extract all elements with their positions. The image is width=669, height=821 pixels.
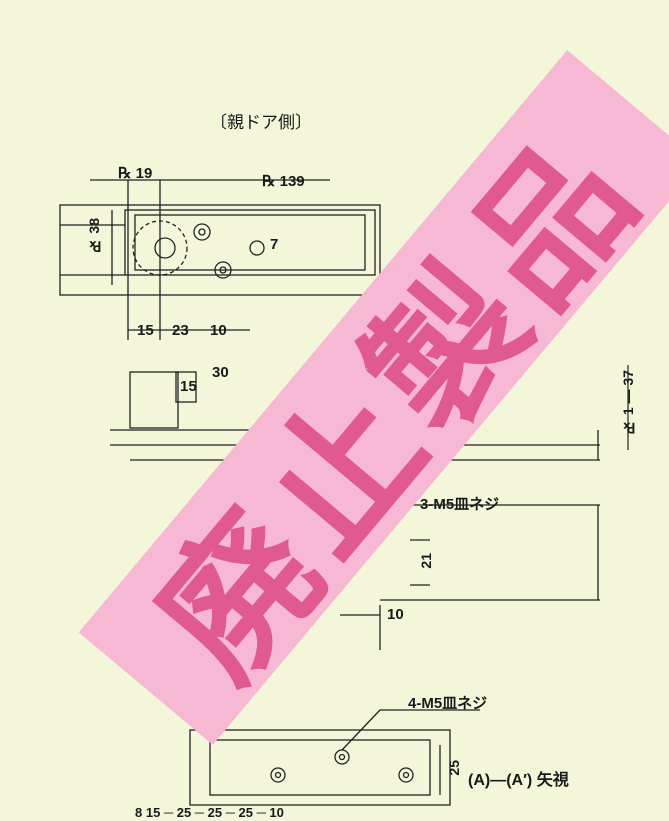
dim-p1-37: ℞ 1 — 37 (620, 370, 636, 436)
screw-label-4: 4-M5皿ネジ (408, 695, 488, 712)
dim-p38: ℞ 38 (86, 218, 102, 254)
dim-15: 15 (137, 322, 154, 339)
dim-10: 10 (210, 322, 227, 339)
dim-25: 25 (446, 760, 462, 776)
dim-21: 21 (418, 553, 434, 569)
view-title: 〔親ドア側〕 (210, 113, 312, 132)
dim-7: 7 (270, 236, 279, 253)
dim-bottom-row: 8 15 ─ 25 ─ 25 ─ 25 ─ 10 (135, 805, 284, 820)
dim-p139: ℞ 139 (262, 173, 305, 190)
dim-23: 23 (172, 322, 189, 339)
top-view (59, 179, 381, 340)
bottom-view (189, 709, 480, 806)
middle-detail (340, 504, 600, 650)
dim-30: 30 (212, 364, 229, 381)
dim-p19: ℞ 19 (118, 165, 153, 182)
dim-10-b: 10 (387, 606, 404, 623)
dim-box15: 15 (180, 378, 197, 395)
screw-label-3: 3-M5皿ネジ (420, 496, 500, 513)
view-label: (A)―(A′) 矢視 (468, 772, 569, 789)
